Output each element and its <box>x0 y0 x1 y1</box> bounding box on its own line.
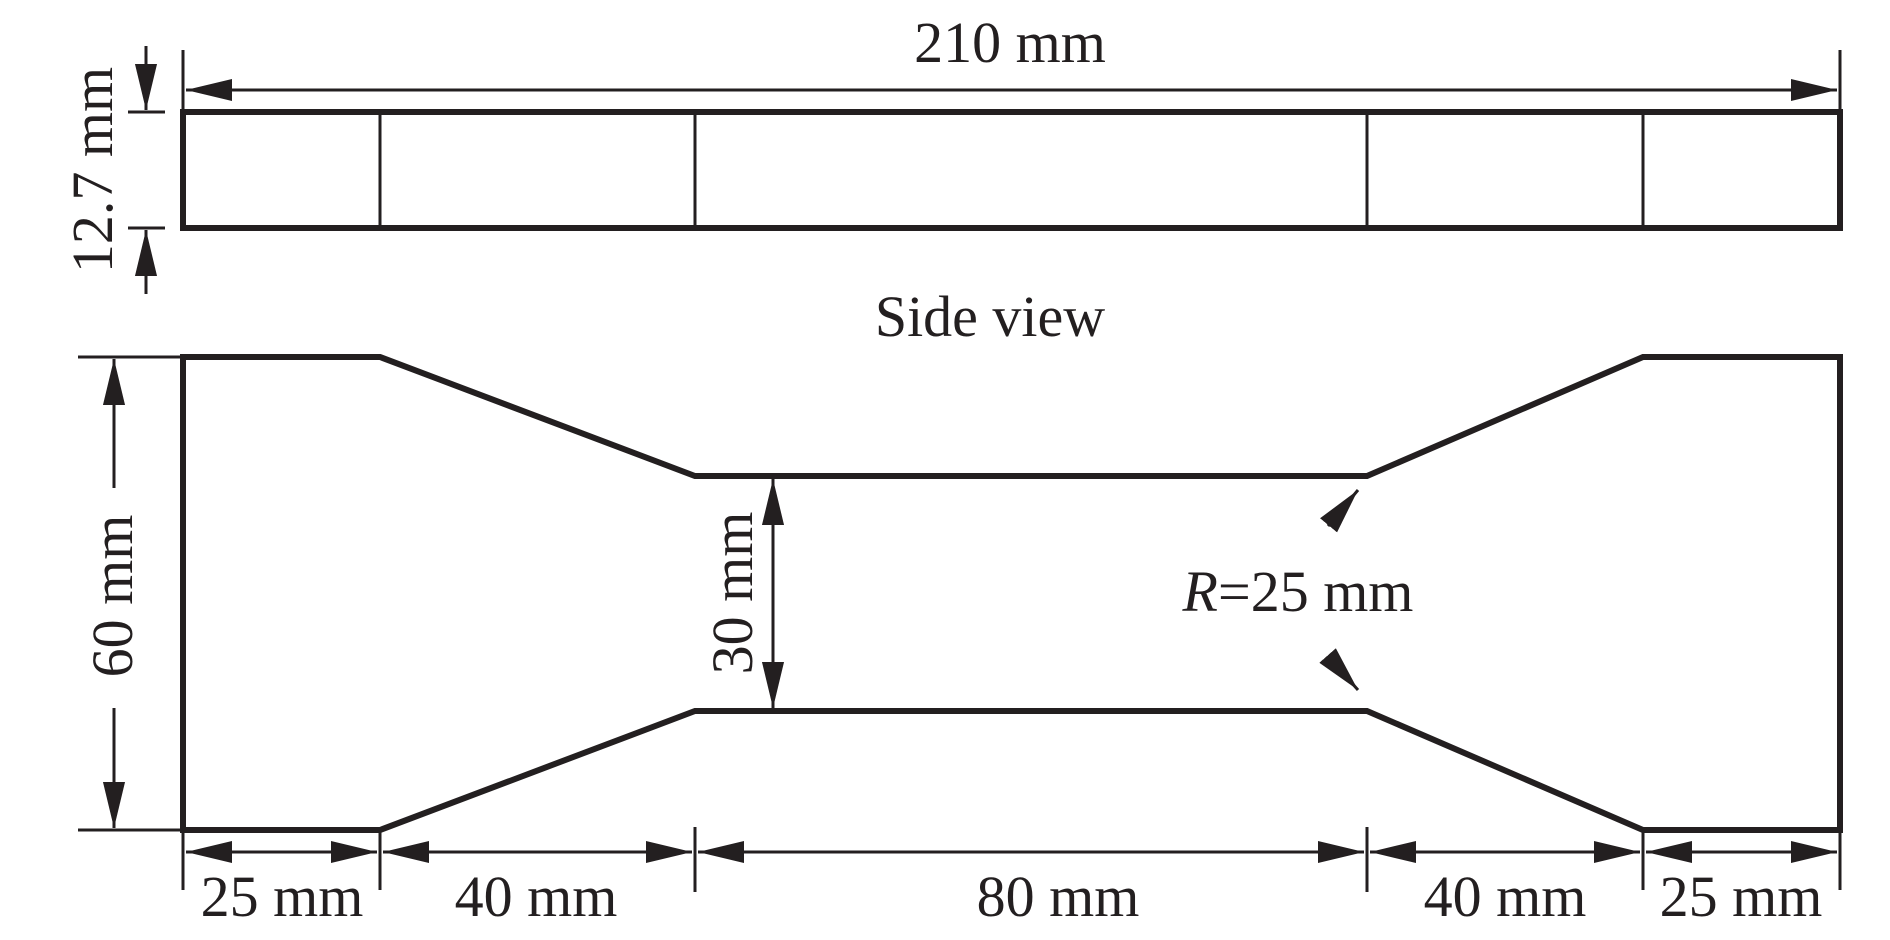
side-view: 210 mm 12.7 mm Side view <box>60 10 1843 349</box>
radius-label: R=25 mm <box>1182 559 1414 624</box>
width-label: 60 mm <box>80 515 145 678</box>
radius-leader-lower <box>1319 648 1360 691</box>
segment-label-4: 40 mm <box>1424 864 1587 929</box>
radius-symbol: R <box>1182 559 1218 624</box>
length-label: 210 mm <box>914 10 1106 75</box>
thickness-label: 12.7 mm <box>60 67 125 273</box>
side-view-outline <box>180 109 1843 231</box>
side-view-caption: Side view <box>875 284 1105 349</box>
segment-label-2: 40 mm <box>455 864 618 929</box>
radius-value: =25 mm <box>1218 559 1413 624</box>
gauge-width-label: 30 mm <box>700 512 765 675</box>
segment-label-5: 25 mm <box>1660 864 1823 929</box>
segment-label-3: 80 mm <box>977 864 1140 929</box>
specimen-outline <box>180 354 1843 833</box>
top-view: 60 mm 30 mm R=25 mm 25 mm 40 mm 80 mm 40… <box>78 354 1843 929</box>
radius-leader-upper <box>1320 489 1360 533</box>
segment-label-1: 25 mm <box>201 864 364 929</box>
